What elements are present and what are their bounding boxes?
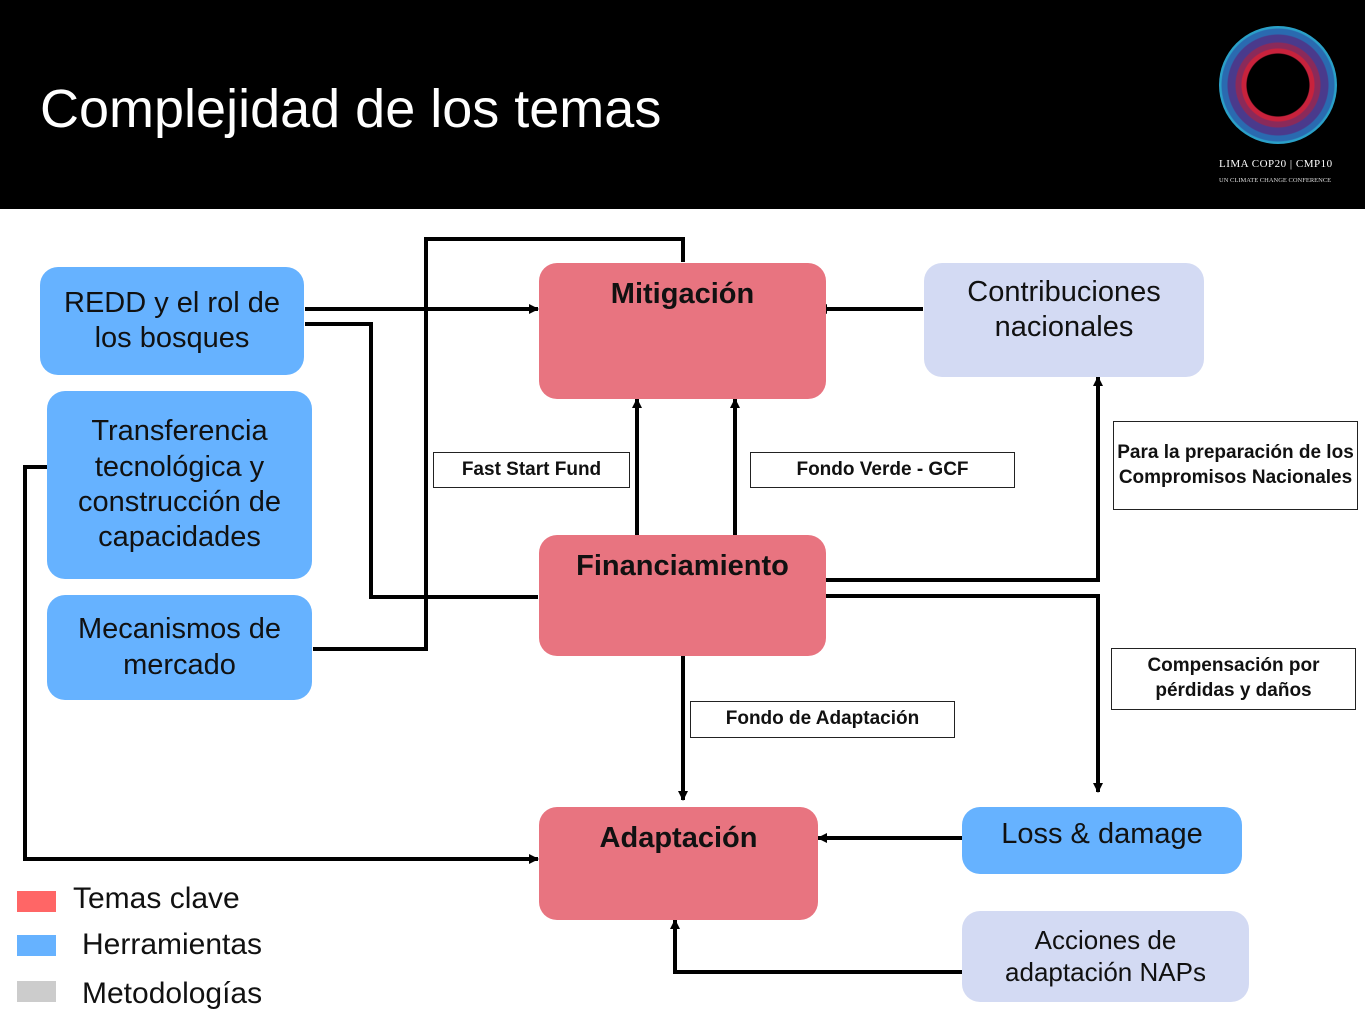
legend-temas-label: Temas clave xyxy=(73,882,240,915)
legend-swatch-metodologias xyxy=(17,981,56,1002)
node-mecanismos-label: Mecanismos de mercado xyxy=(77,613,282,681)
node-loss: Loss & damage xyxy=(962,807,1242,874)
logo-subtitle: UN CLIMATE CHANGE CONFERENCE xyxy=(1219,177,1332,184)
node-contribuciones-label: Contribuciones nacionales xyxy=(967,276,1161,344)
edge-mecanismos-mitigacion xyxy=(313,237,685,651)
node-mitigacion-label: Mitigación xyxy=(610,278,755,310)
edge-transferencia-adaptacion xyxy=(23,465,539,864)
edge-fin-loss xyxy=(826,594,1103,793)
node-adaptacion: Adaptación xyxy=(539,807,818,920)
legend-herramientas-label: Herramientas xyxy=(82,928,263,961)
node-redd: REDD y el rol de los bosques xyxy=(40,267,304,375)
label-fast-start-fund: Fast Start Fund xyxy=(433,452,630,488)
header-bar: Complejidad de los temas LIMA COP20 | CM… xyxy=(0,0,1365,209)
logo-ring-icon xyxy=(1219,26,1337,144)
node-acciones: Acciones de adaptación NAPs xyxy=(962,911,1249,1002)
node-financiamiento: Financiamiento xyxy=(539,535,826,656)
edge-redd-financiamiento xyxy=(305,322,538,599)
node-financiamiento-label: Financiamiento xyxy=(576,550,789,582)
edge-acciones-adaptacion xyxy=(670,919,962,974)
node-transferencia: Transferencia tecnológica y construcción… xyxy=(47,391,312,579)
legend-swatch-temas xyxy=(17,891,56,912)
node-mitigacion: Mitigación xyxy=(539,263,826,399)
node-redd-label: REDD y el rol de los bosques xyxy=(64,286,280,354)
label-fondo-verde: Fondo Verde - GCF xyxy=(750,452,1015,488)
legend-metodologias-label: Metodologías xyxy=(82,977,263,1010)
node-loss-label: Loss & damage xyxy=(1001,818,1203,850)
logo-name: LIMA COP20 | CMP10 xyxy=(1219,158,1333,170)
page-title: Complejidad de los temas xyxy=(40,79,662,139)
cop20-logo: LIMA COP20 | CMP10 UN CLIMATE CHANGE CON… xyxy=(1215,22,1341,192)
label-compensacion: Compensación por pérdidas y daños xyxy=(1111,648,1356,710)
label-fondo-adaptacion: Fondo de Adaptación xyxy=(690,701,955,738)
label-preparacion: Para la preparación de los Compromisos N… xyxy=(1113,421,1358,510)
node-adaptacion-label: Adaptación xyxy=(599,822,758,854)
node-mecanismos: Mecanismos de mercado xyxy=(47,595,312,700)
node-transferencia-label: Transferencia tecnológica y construcción… xyxy=(77,415,282,554)
edge-fin-contribuciones xyxy=(826,376,1103,582)
legend-swatch-herramientas xyxy=(17,935,56,956)
node-acciones-label: Acciones de adaptación NAPs xyxy=(1005,924,1206,987)
node-contribuciones: Contribuciones nacionales xyxy=(924,263,1204,377)
